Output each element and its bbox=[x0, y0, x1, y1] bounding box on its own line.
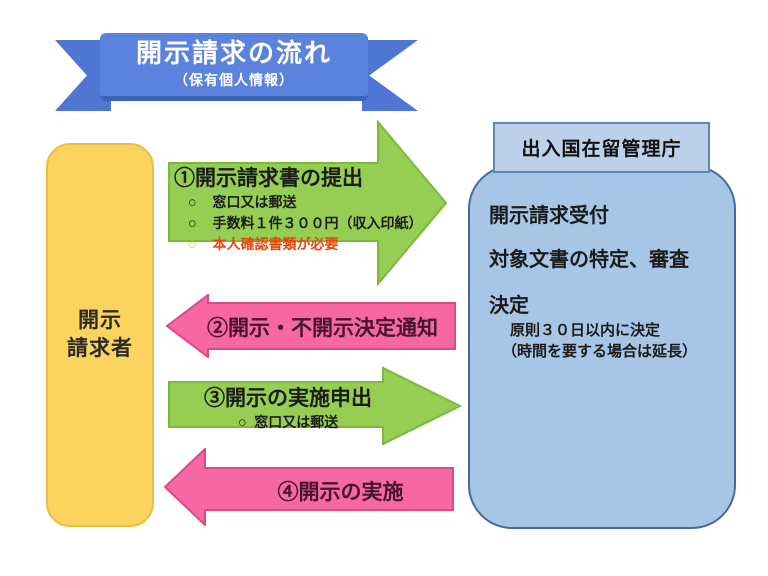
left-arrow-icon bbox=[165, 294, 456, 358]
bullet-text: 窓口又は郵送 bbox=[254, 414, 339, 430]
arrow-step1-bullet1: ○ 窓口又は郵送 bbox=[174, 192, 434, 213]
requester-line2: 請求者 bbox=[67, 337, 133, 360]
circle-bullet-icon: ○ bbox=[187, 193, 197, 211]
arrow-step4-title: ④開示の実施 bbox=[277, 481, 404, 504]
circle-bullet-icon: ○ bbox=[187, 214, 197, 232]
agency-subitem-extension: （時間を要する場合は延長） bbox=[502, 343, 698, 360]
agency-item-review: 対象文書の特定、審査 bbox=[489, 249, 689, 271]
arrow-step4: ④開示の実施 bbox=[163, 448, 455, 526]
agency-item-reception: 開示請求受付 bbox=[489, 205, 609, 227]
agency-subitem-deadline: 原則３０日以内に決定 bbox=[510, 322, 661, 339]
agency-header: 出入国在留管理庁 bbox=[493, 122, 710, 173]
arrow-step1: ①開示請求書の提出 ○ 窓口又は郵送 ○ 手数料１件３００円（収入印紙） ○ 本… bbox=[168, 120, 448, 286]
banner-subtitle: （保有個人情報） bbox=[174, 71, 294, 88]
agency-box: 開示請求受付 対象文書の特定、審査 決定 原則３０日以内に決定 （時間を要する場… bbox=[468, 165, 736, 529]
arrow-step3-text: ③開示の実施申出 ○ 窓口又は郵送 bbox=[178, 382, 398, 433]
bullet-text-warning: 本人確認書類が必要 bbox=[212, 236, 339, 252]
arrow-step2-title: ②開示・不開示決定通知 bbox=[207, 317, 438, 340]
right-arrow-icon bbox=[168, 120, 448, 286]
arrow-step1-title: ①開示請求書の提出 bbox=[174, 167, 363, 190]
circle-bullet-icon: ○ bbox=[237, 413, 247, 431]
left-arrow-icon bbox=[163, 448, 454, 526]
arrow-step2: ②開示・不開示決定通知 bbox=[165, 294, 457, 358]
right-arrow-icon bbox=[168, 366, 462, 446]
arrow-step1-bullet2: ○ 手数料１件３００円（収入印紙） bbox=[174, 213, 434, 234]
arrow-step1-bullet3: ○ 本人確認書類が必要 bbox=[174, 234, 434, 255]
circle-bullet-icon: ○ bbox=[187, 235, 197, 253]
requester-line1: 開示 bbox=[78, 308, 122, 332]
arrow-step3: ③開示の実施申出 ○ 窓口又は郵送 bbox=[168, 366, 462, 446]
ribbon-tail-right bbox=[362, 40, 418, 111]
arrow-step3-title: ③開示の実施申出 bbox=[204, 387, 372, 410]
banner: 開示請求の流れ （保有個人情報） bbox=[100, 33, 368, 101]
requester-box: 開示 請求者 bbox=[46, 143, 154, 527]
bullet-text: 手数料１件３００円（収入印紙） bbox=[212, 215, 423, 231]
arrow-step1-text: ①開示請求書の提出 ○ 窓口又は郵送 ○ 手数料１件３００円（収入印紙） ○ 本… bbox=[174, 162, 434, 255]
agency-item-decision: 決定 bbox=[489, 295, 529, 317]
banner-title: 開示請求の流れ bbox=[135, 38, 332, 69]
bullet-text: 窓口又は郵送 bbox=[212, 194, 297, 210]
arrow-step3-bullet1: ○ 窓口又は郵送 bbox=[237, 412, 339, 433]
